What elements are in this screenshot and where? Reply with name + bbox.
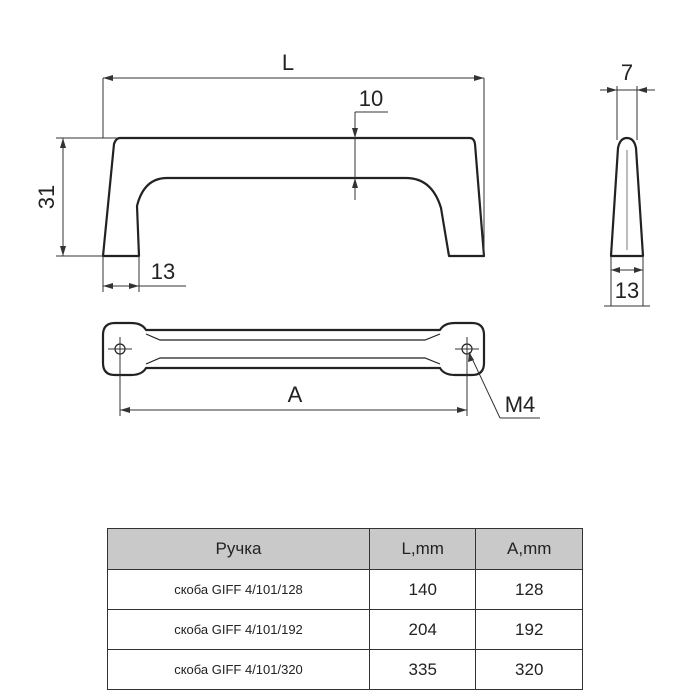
header-spacing: A,mm xyxy=(475,528,583,570)
dimension-spacing: A xyxy=(119,361,468,416)
dimension-width-top: 7 xyxy=(600,60,655,140)
cell-length: 335 xyxy=(368,649,477,690)
dimension-thickness: 10 xyxy=(352,86,388,200)
label-height: 31 xyxy=(34,185,59,209)
label-spacing: A xyxy=(288,382,303,407)
header-name: Ручка xyxy=(107,528,370,570)
dimension-length: L xyxy=(102,50,485,256)
dimension-foot: 13 xyxy=(102,256,186,292)
label-width-top: 7 xyxy=(621,60,633,85)
label-thickness: 10 xyxy=(359,86,383,111)
cell-length: 140 xyxy=(368,569,477,610)
label-length: L xyxy=(282,50,294,75)
cell-spacing: 128 xyxy=(475,569,583,610)
label-width-base: 13 xyxy=(615,278,639,303)
table-row: скоба GIFF 4/101/320 335 320 xyxy=(107,649,583,690)
cell-name: скоба GIFF 4/101/192 xyxy=(107,609,370,650)
label-thread: M4 xyxy=(505,392,536,417)
handle-top-view xyxy=(101,321,486,377)
handle-front-view xyxy=(101,136,486,258)
dimension-width-base: 13 xyxy=(604,256,650,307)
cell-name: скоба GIFF 4/101/320 xyxy=(107,649,370,690)
cell-name: скоба GIFF 4/101/128 xyxy=(107,569,370,610)
thread-callout: M4 xyxy=(468,351,540,419)
cell-spacing: 320 xyxy=(475,649,583,690)
dimension-height: 31 xyxy=(34,137,118,257)
cell-spacing: 192 xyxy=(475,609,583,650)
table-row: скоба GIFF 4/101/128 140 128 xyxy=(107,569,583,610)
header-length: L,mm xyxy=(368,528,477,570)
spec-table: Ручка L,mm A,mm скоба GIFF 4/101/128 140… xyxy=(107,528,583,690)
table-header-row: Ручка L,mm A,mm xyxy=(107,528,583,570)
technical-drawing: L 31 10 13 7 xyxy=(34,50,655,419)
cell-length: 204 xyxy=(368,609,477,650)
table-row: скоба GIFF 4/101/192 204 192 xyxy=(107,609,583,650)
label-foot: 13 xyxy=(151,259,175,284)
